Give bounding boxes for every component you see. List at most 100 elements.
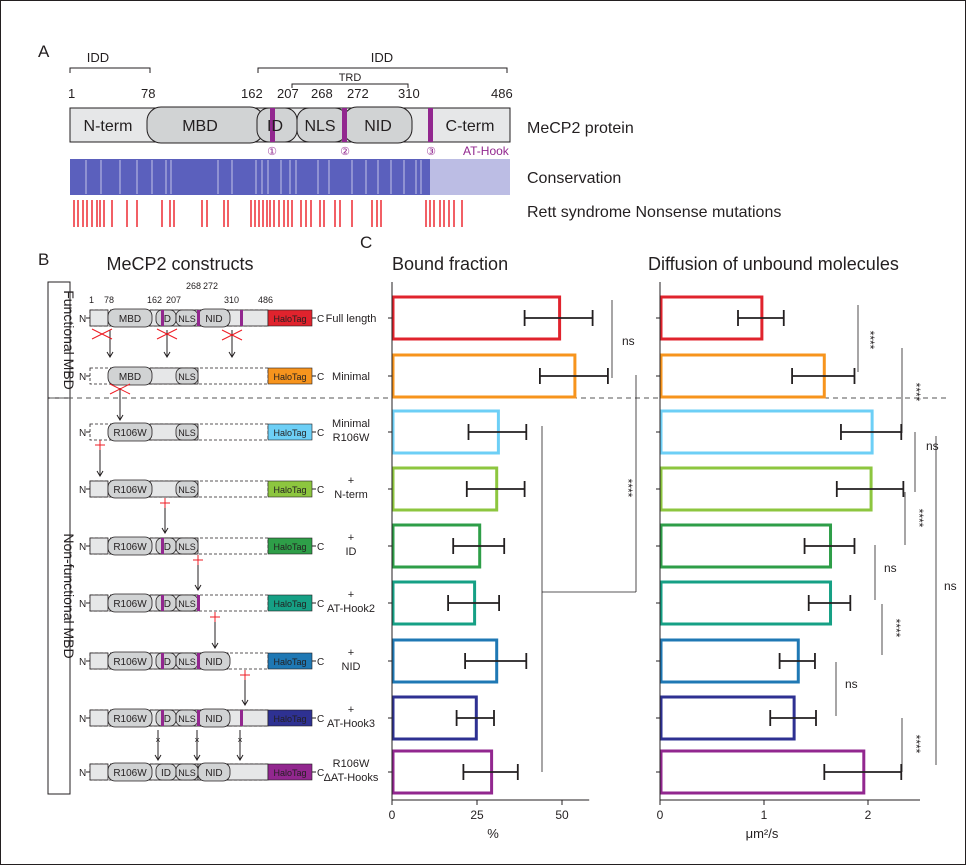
error-bar-5 xyxy=(807,595,852,611)
ns-label: ns xyxy=(944,579,957,593)
stars-label: **** xyxy=(863,331,877,350)
x-tick-label: 50 xyxy=(555,808,569,822)
bar-6 xyxy=(659,638,800,684)
nls-label: NLS xyxy=(178,485,196,495)
error-bar-7 xyxy=(769,710,817,726)
nls-label: NLS xyxy=(178,768,196,778)
nls-label: NLS xyxy=(178,314,196,324)
svg-text:×: × xyxy=(237,735,242,745)
n-terminus: N xyxy=(79,428,86,439)
bar-2 xyxy=(659,409,874,455)
n-terminus: N xyxy=(79,485,86,496)
svg-text:×: × xyxy=(194,735,199,745)
functional-group-label: Functional MBD xyxy=(61,290,77,390)
svg-text:Minimal: Minimal xyxy=(332,418,370,430)
panel-a-letter: A xyxy=(38,42,50,61)
mbd-label: R106W xyxy=(113,768,147,779)
c-terminus: C xyxy=(317,314,324,325)
id-label: ID xyxy=(161,599,171,610)
bpos-268: 268 xyxy=(186,281,201,291)
bar-4 xyxy=(659,523,833,569)
id-label: ID xyxy=(161,714,171,725)
nonfunctional-group-label: Non-functional MBD xyxy=(61,533,77,658)
at-hook-label: AT-Hook xyxy=(463,144,510,158)
rett-mutations-track xyxy=(73,200,463,227)
at-hook-3 xyxy=(428,108,433,142)
idd-right-label: IDD xyxy=(371,50,393,65)
conservation-track xyxy=(70,159,510,195)
label-nterm: N-term xyxy=(84,118,133,135)
construct-name: Full length xyxy=(326,313,377,325)
stars-label: **** xyxy=(909,383,923,402)
error-bar-1 xyxy=(791,368,856,384)
stars-label: **** xyxy=(912,509,926,528)
label-id: ID xyxy=(267,118,283,135)
at-hook-2 xyxy=(342,108,347,142)
halotag-label: HaloTag xyxy=(273,542,306,552)
nls-label: NLS xyxy=(178,428,196,438)
n-terminus: N xyxy=(79,599,86,610)
svg-text:+: + xyxy=(348,704,354,716)
mbd-label: R106W xyxy=(113,485,147,496)
nid-label: NID xyxy=(205,657,222,668)
construct-name: +AT-Hook2 xyxy=(327,589,375,615)
pos-78: 78 xyxy=(141,86,155,101)
error-bar-3 xyxy=(465,481,526,497)
mbd-label: R106W xyxy=(113,599,147,610)
nls-label: NLS xyxy=(178,657,196,667)
error-bar-5 xyxy=(447,595,501,611)
protein-diagram: N-term MBD ID NLS NID C-term ① ② ③ AT-Ho… xyxy=(69,106,511,158)
mbd-label: R106W xyxy=(113,714,147,725)
construct-positions: 1 78 162 207 268 272 310 486 xyxy=(89,281,273,305)
x-tick-label: 1 xyxy=(761,808,768,822)
error-bar-2 xyxy=(840,424,903,440)
bpos-272: 272 xyxy=(203,281,218,291)
stars-label: **** xyxy=(889,619,903,638)
svg-text:NID: NID xyxy=(342,661,361,673)
pos-272: 272 xyxy=(347,86,369,101)
pos-162: 162 xyxy=(241,86,263,101)
construct-name: Minimal xyxy=(332,371,370,383)
svg-text:AT-Hook2: AT-Hook2 xyxy=(327,603,375,615)
error-bar-7 xyxy=(455,710,495,726)
construct-name: +AT-Hook3 xyxy=(327,704,375,730)
nid-label: NID xyxy=(205,714,222,725)
protein-label: MeCP2 protein xyxy=(527,120,634,137)
stars-label: **** xyxy=(909,735,923,754)
idd-right-bracket xyxy=(257,67,508,73)
pos-268: 268 xyxy=(311,86,333,101)
bpos-162: 162 xyxy=(147,295,162,305)
trd-label: TRD xyxy=(339,72,362,84)
construct-name: +NID xyxy=(342,647,361,673)
trd-bracket xyxy=(291,83,409,88)
diffusion-title: Diffusion of unbound molecules xyxy=(648,254,899,274)
pos-310: 310 xyxy=(398,86,420,101)
at-hook-1 xyxy=(270,108,275,142)
c-terminus: C xyxy=(317,485,324,496)
svg-text:+: + xyxy=(348,532,354,544)
halotag-label: HaloTag xyxy=(273,485,306,495)
c-terminus: C xyxy=(317,599,324,610)
bpos-310: 310 xyxy=(224,295,239,305)
bpos-207: 207 xyxy=(166,295,181,305)
construct-name: +N-term xyxy=(334,475,368,501)
n-terminus: N xyxy=(79,314,86,325)
ns-label: ns xyxy=(926,439,939,453)
error-bar-1 xyxy=(539,368,609,384)
stars-label: **** xyxy=(621,479,635,498)
bound-x-label: % xyxy=(487,826,499,841)
nls-label: NLS xyxy=(178,714,196,724)
id-label: ID xyxy=(161,768,171,779)
x-tick-label: 2 xyxy=(865,808,872,822)
